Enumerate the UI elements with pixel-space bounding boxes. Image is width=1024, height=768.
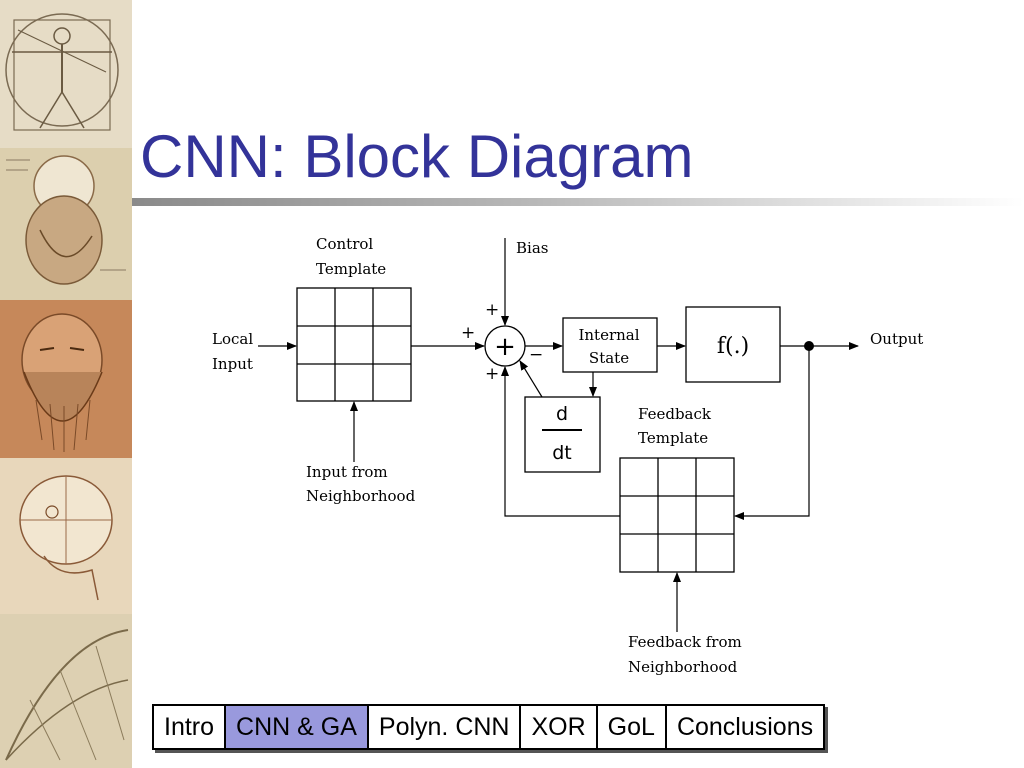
derivative-numerator: d — [556, 403, 568, 425]
sketch-panel-skull — [0, 458, 132, 614]
control-template-grid — [296, 287, 412, 402]
feedback-neighborhood-label-1: Feedback from — [628, 633, 742, 651]
nonlinearity-box — [685, 306, 781, 383]
sign-plus-left: + — [461, 323, 475, 343]
nonlinearity-label: f(.) — [717, 334, 749, 359]
input-neighborhood-label-1: Input from — [306, 463, 388, 481]
title-underline — [132, 198, 1024, 206]
control-template-label-2: Template — [316, 260, 386, 278]
internal-state-label-1: Internal — [578, 326, 639, 344]
local-input-label-2: Input — [212, 355, 253, 373]
control-template-label-1: Control — [316, 235, 373, 253]
nav-tab-polyn-cnn[interactable]: Polyn. CNN — [366, 706, 520, 748]
sketch-panel-fetus — [0, 148, 132, 300]
bias-label: Bias — [516, 239, 548, 257]
sign-plus-bottom: + — [485, 364, 499, 384]
feedback-wire-right — [734, 346, 810, 520]
nav-tab-conclusions[interactable]: Conclusions — [664, 706, 823, 748]
decorative-sketch-strip — [0, 0, 132, 768]
arrow-derivative-to-summer — [519, 360, 543, 398]
internal-state-box — [562, 317, 658, 373]
input-neighborhood-label-2: Neighborhood — [306, 487, 416, 505]
feedback-template-label-1: Feedback — [638, 405, 712, 423]
summing-junction: + — [484, 325, 526, 367]
feedback-template-label-2: Template — [638, 429, 708, 447]
sketch-panel-wing — [0, 614, 132, 768]
slide-title: CNN: Block Diagram — [140, 123, 694, 190]
sketch-panel-portrait — [0, 300, 132, 458]
output-junction-dot — [804, 341, 814, 351]
internal-state-label-2: State — [589, 349, 629, 367]
nav-tab-xor[interactable]: XOR — [519, 706, 595, 748]
output-label: Output — [870, 330, 923, 348]
nav-tab-gol[interactable]: GoL — [595, 706, 665, 748]
feedback-template-grid — [619, 457, 735, 573]
feedback-wire-left — [501, 366, 620, 517]
derivative-box — [524, 396, 601, 473]
sign-minus: − — [529, 345, 543, 365]
derivative-denominator: dt — [552, 442, 572, 464]
summer-symbol: + — [494, 332, 516, 362]
cnn-block-diagram: Control Template Bias Local Input + + + … — [212, 235, 923, 676]
local-input-label-1: Local — [212, 330, 253, 348]
section-nav-bar: Intro CNN & GA Polyn. CNN XOR GoL Conclu… — [152, 704, 826, 750]
sign-plus-top: + — [485, 300, 499, 320]
nav-tab-intro[interactable]: Intro — [164, 713, 215, 741]
sketch-panel-vitruvian — [0, 0, 132, 148]
nav-tab-cnn-ga[interactable]: CNN & GA — [224, 706, 367, 748]
signal-paths — [258, 238, 859, 632]
feedback-neighborhood-label-2: Neighborhood — [628, 658, 738, 676]
